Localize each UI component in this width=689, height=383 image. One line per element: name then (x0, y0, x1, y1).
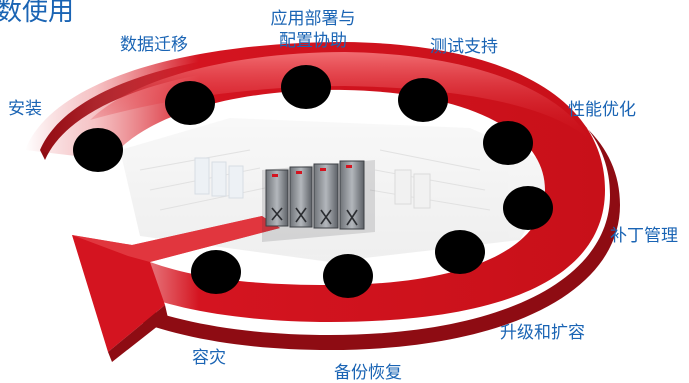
step-label-install: 安装 (8, 99, 42, 119)
step-dot-upgrade (435, 230, 485, 274)
server-rack-icon (262, 160, 375, 242)
step-label-patch: 补丁管理 (610, 226, 678, 246)
arrow-head-shade (108, 305, 168, 362)
step-label-upgrade: 升级和扩容 (500, 323, 585, 343)
arrow-head-shine (72, 216, 280, 262)
step-label-testing: 测试支持 (430, 37, 498, 57)
step-dot-migration (165, 81, 215, 125)
step-label-migration: 数据迁移 (120, 35, 188, 55)
step-dot-disaster (191, 250, 241, 294)
ring-highlight (90, 52, 590, 140)
step-dot-backup (323, 254, 373, 298)
step-dot-perf (483, 121, 533, 165)
step-dot-deploy (281, 65, 331, 109)
step-dot-patch (503, 186, 553, 230)
step-label-perf: 性能优化 (568, 100, 636, 120)
step-label-backup: 备份恢复 (334, 363, 402, 383)
step-dot-testing (398, 78, 448, 122)
step-dots (73, 65, 553, 298)
diagram-title-fragment: 数使用 (0, 0, 75, 27)
step-label-disaster: 容灾 (192, 348, 226, 368)
step-dot-install (73, 128, 123, 172)
step-label-deploy: 应用部署与 配置协助 (270, 9, 356, 51)
